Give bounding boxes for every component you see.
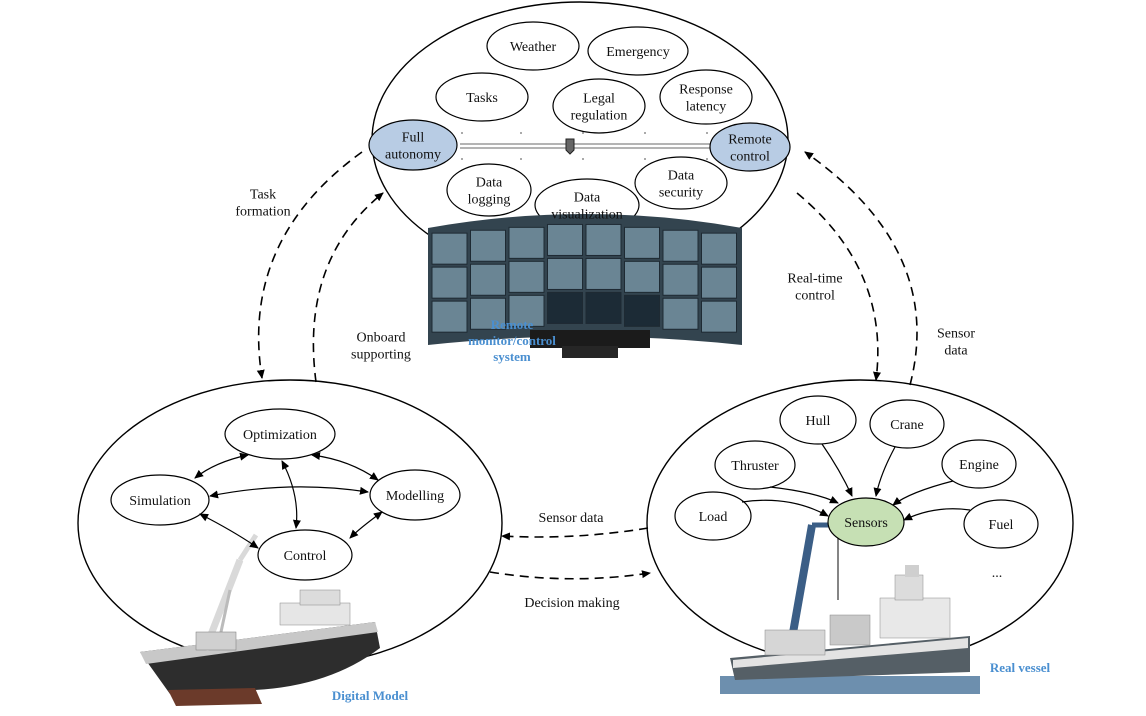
label-load: Load <box>699 510 728 525</box>
node-crane <box>869 399 945 449</box>
label-fuel: Fuel <box>989 518 1014 533</box>
real-vessel-image <box>720 522 980 694</box>
arrow-load-sensors <box>741 499 829 517</box>
arrow-optimization-modelling <box>311 452 379 481</box>
node-sensors <box>827 497 905 547</box>
node-full-autonomy <box>368 119 458 171</box>
flow-sensor-data-bottom <box>501 527 649 541</box>
node-remote-control <box>709 122 791 172</box>
flow-onboard-supporting <box>312 192 384 383</box>
arrow-optimization-simulation <box>194 452 249 479</box>
label-hull: Hull <box>806 414 831 429</box>
arrow-crane-sensors <box>873 446 896 497</box>
node-emergency <box>587 26 689 76</box>
node-data-logging <box>446 163 532 217</box>
label-decision-making: Decision making <box>524 596 619 611</box>
flow-sensor-data-right <box>804 151 918 386</box>
node-optimization <box>224 408 336 460</box>
node-weather <box>486 21 580 71</box>
arrow-simulation-control <box>199 513 259 549</box>
label-optimization: Optimization <box>243 428 317 443</box>
label-sensor-data-bottom: Sensor data <box>539 511 605 526</box>
arrow-modelling-control <box>349 511 383 539</box>
flow-real-time-control <box>796 192 881 381</box>
label-weather: Weather <box>510 40 557 55</box>
node-thruster <box>714 440 796 490</box>
arrow-simulation-modelling <box>209 486 369 499</box>
arrow-thruster-sensors <box>769 486 839 504</box>
slider-thumb-icon[interactable] <box>565 138 575 155</box>
digital-model-ship-image <box>140 533 380 706</box>
label-simulation: Simulation <box>129 494 190 509</box>
label-engine: Engine <box>959 458 999 473</box>
caption-real-vessel: Real vessel <box>990 660 1051 675</box>
node-data-security <box>634 156 728 210</box>
node-control <box>257 529 353 581</box>
arrow-fuel-sensors <box>903 508 971 521</box>
control-room-image <box>428 214 742 358</box>
flow-decision-making <box>489 570 651 580</box>
vessel-more-ellipsis: ... <box>992 566 1003 581</box>
label-tasks: Tasks <box>466 91 498 106</box>
label-sensors: Sensors <box>844 516 888 531</box>
node-fuel <box>963 499 1039 549</box>
node-simulation <box>110 474 210 526</box>
arrow-optimization-control <box>281 460 301 529</box>
node-tasks <box>435 72 529 122</box>
node-engine <box>941 439 1017 489</box>
label-emergency: Emergency <box>606 45 670 60</box>
arrow-hull-sensors <box>821 443 853 497</box>
label-crane: Crane <box>890 418 923 433</box>
autonomy-slider[interactable] <box>460 132 710 160</box>
label-control: Control <box>284 549 327 564</box>
node-legal-regulation <box>552 78 646 134</box>
caption-digital-model: Digital Model <box>332 688 409 703</box>
label-modelling: Modelling <box>386 489 444 504</box>
arrow-engine-sensors <box>892 480 954 506</box>
node-response-latency <box>659 69 753 125</box>
node-modelling <box>369 469 461 521</box>
node-load <box>674 491 752 541</box>
node-hull <box>779 395 857 445</box>
flow-task-formation <box>256 151 363 379</box>
label-thruster: Thruster <box>731 459 779 474</box>
